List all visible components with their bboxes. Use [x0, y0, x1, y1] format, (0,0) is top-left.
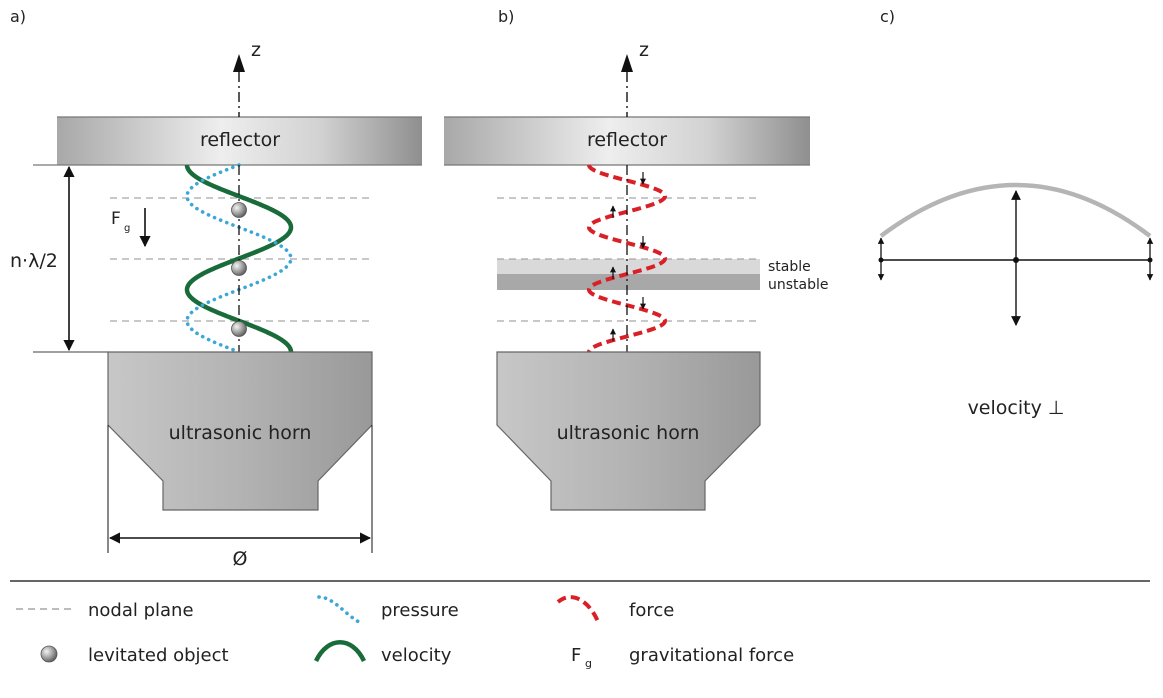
reflector-a — [57, 117, 422, 165]
legend-gravity-subscript: g — [585, 657, 592, 670]
membrane-curve — [879, 182, 1152, 238]
ultrasonic-horn-b — [496, 351, 761, 511]
z-axis-a-arrow — [233, 54, 245, 72]
velocity-caption: velocity ⊥ — [968, 397, 1065, 419]
legend-gravity-symbol: F — [571, 645, 581, 666]
legend-pressure-symbol — [317, 595, 363, 625]
height-label: n·λ/2 — [10, 250, 58, 272]
panel-c-label: c) — [880, 7, 895, 26]
panel-b: b) reflector stable unstable z — [444, 7, 829, 511]
legend-levitated-object-symbol — [40, 645, 58, 663]
legend-levitated-object-label: levitated object — [88, 645, 229, 666]
z-axis-b-label: z — [639, 39, 649, 61]
gravity-label-a: F — [111, 209, 121, 229]
reflector-b-label: reflector — [587, 129, 667, 151]
force-wave-b — [586, 164, 668, 353]
ultrasonic-horn-b-label: ultrasonic horn — [557, 422, 700, 444]
legend-force-symbol — [556, 595, 601, 625]
nodal-planes-a — [110, 197, 372, 322]
legend-nodal-plane-label: nodal plane — [88, 600, 194, 621]
legend-gravitational-force-label: gravitational force — [629, 645, 794, 666]
z-axis-a-label: z — [251, 39, 261, 61]
panel-b-label: b) — [498, 7, 514, 26]
ultrasonic-horn-a-label: ultrasonic horn — [169, 422, 312, 444]
force-arrows-b — [610, 172, 646, 341]
diameter-label: Ø — [233, 548, 248, 570]
legend-pressure-label: pressure — [381, 600, 459, 621]
panel-a-label: a) — [10, 7, 26, 26]
stable-band — [497, 259, 760, 274]
legend-velocity-symbol — [313, 640, 367, 663]
panel-c: c) velocity ⊥ — [877, 7, 1154, 419]
unstable-label: unstable — [768, 277, 829, 293]
legend: nodal plane levitated object pressure ve… — [10, 580, 1150, 670]
legend-velocity-label: velocity — [381, 645, 452, 666]
stable-label: stable — [768, 259, 811, 275]
reflector-b — [444, 117, 810, 165]
nodal-planes-b — [497, 197, 760, 322]
levitated-object-a-1 — [231, 202, 247, 218]
gravity-subscript-a: g — [124, 223, 130, 234]
center-node — [1013, 257, 1019, 263]
levitated-object-a-2 — [231, 260, 247, 276]
ultrasonic-horn-a — [107, 351, 373, 511]
legend-force-label: force — [629, 600, 674, 621]
z-axis-b-arrow — [621, 54, 633, 72]
reflector-a-label: reflector — [200, 129, 280, 151]
panel-a: a) reflector z F g n·λ/2 — [10, 7, 422, 570]
unstable-band — [497, 274, 760, 290]
levitated-object-a-3 — [231, 321, 247, 337]
left-node — [878, 257, 884, 263]
right-node — [1147, 257, 1153, 263]
